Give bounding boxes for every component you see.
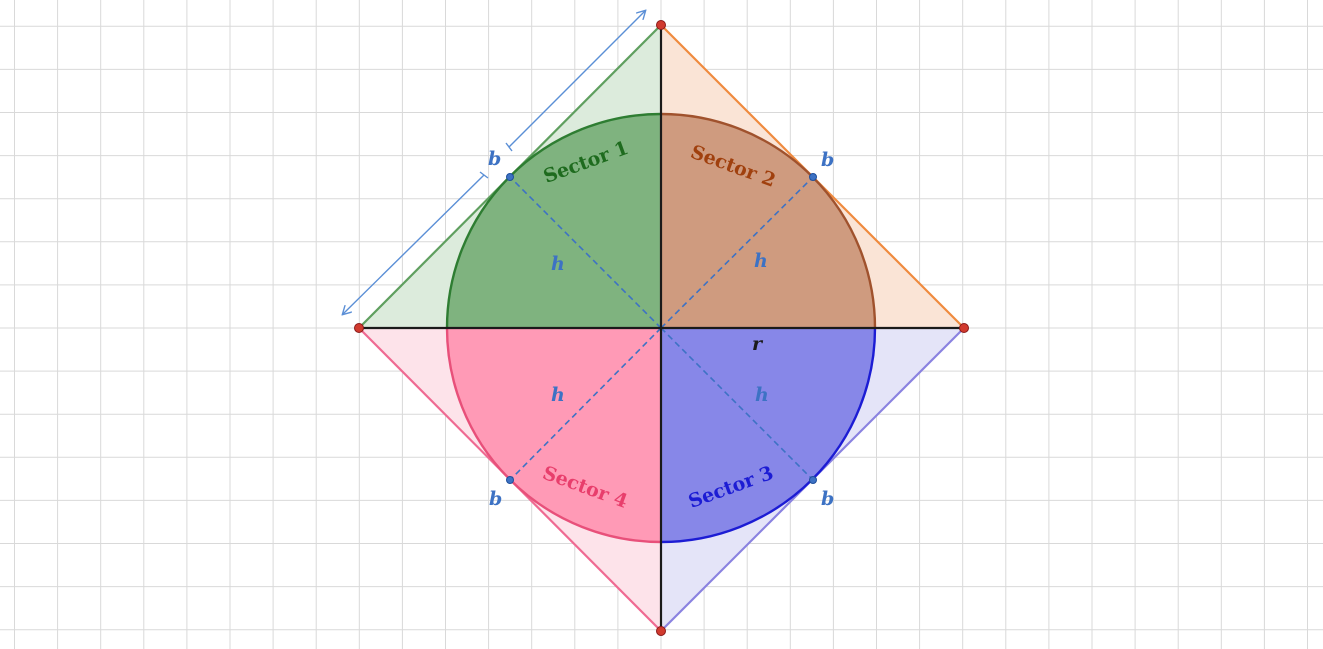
b-measure-lower: [343, 171, 489, 314]
b-label-1: b: [488, 148, 501, 170]
tangent-point-2: [809, 173, 817, 181]
b-label-3: b: [821, 488, 834, 510]
h-label-2: h: [754, 250, 768, 272]
h-segment-1: [509, 176, 662, 329]
b-label-2: b: [821, 149, 834, 171]
h-segment-4: [509, 327, 662, 481]
vertex-bottom: [656, 626, 666, 636]
vertex-left: [354, 323, 364, 333]
h-label-3: h: [755, 384, 769, 406]
r-label: r: [752, 333, 764, 355]
h-label-4: h: [551, 384, 565, 406]
b-measure-upper: [505, 11, 645, 152]
h-segment-2: [660, 176, 814, 329]
h-label-1: h: [551, 253, 565, 275]
h-segment-3: [660, 327, 814, 481]
vertex-right: [959, 323, 969, 333]
tangent-point-4: [506, 476, 514, 484]
tangent-point-3: [809, 476, 817, 484]
b-label-4: b: [489, 488, 502, 510]
tangent-point-1: [506, 173, 514, 181]
vertex-top: [656, 20, 666, 30]
